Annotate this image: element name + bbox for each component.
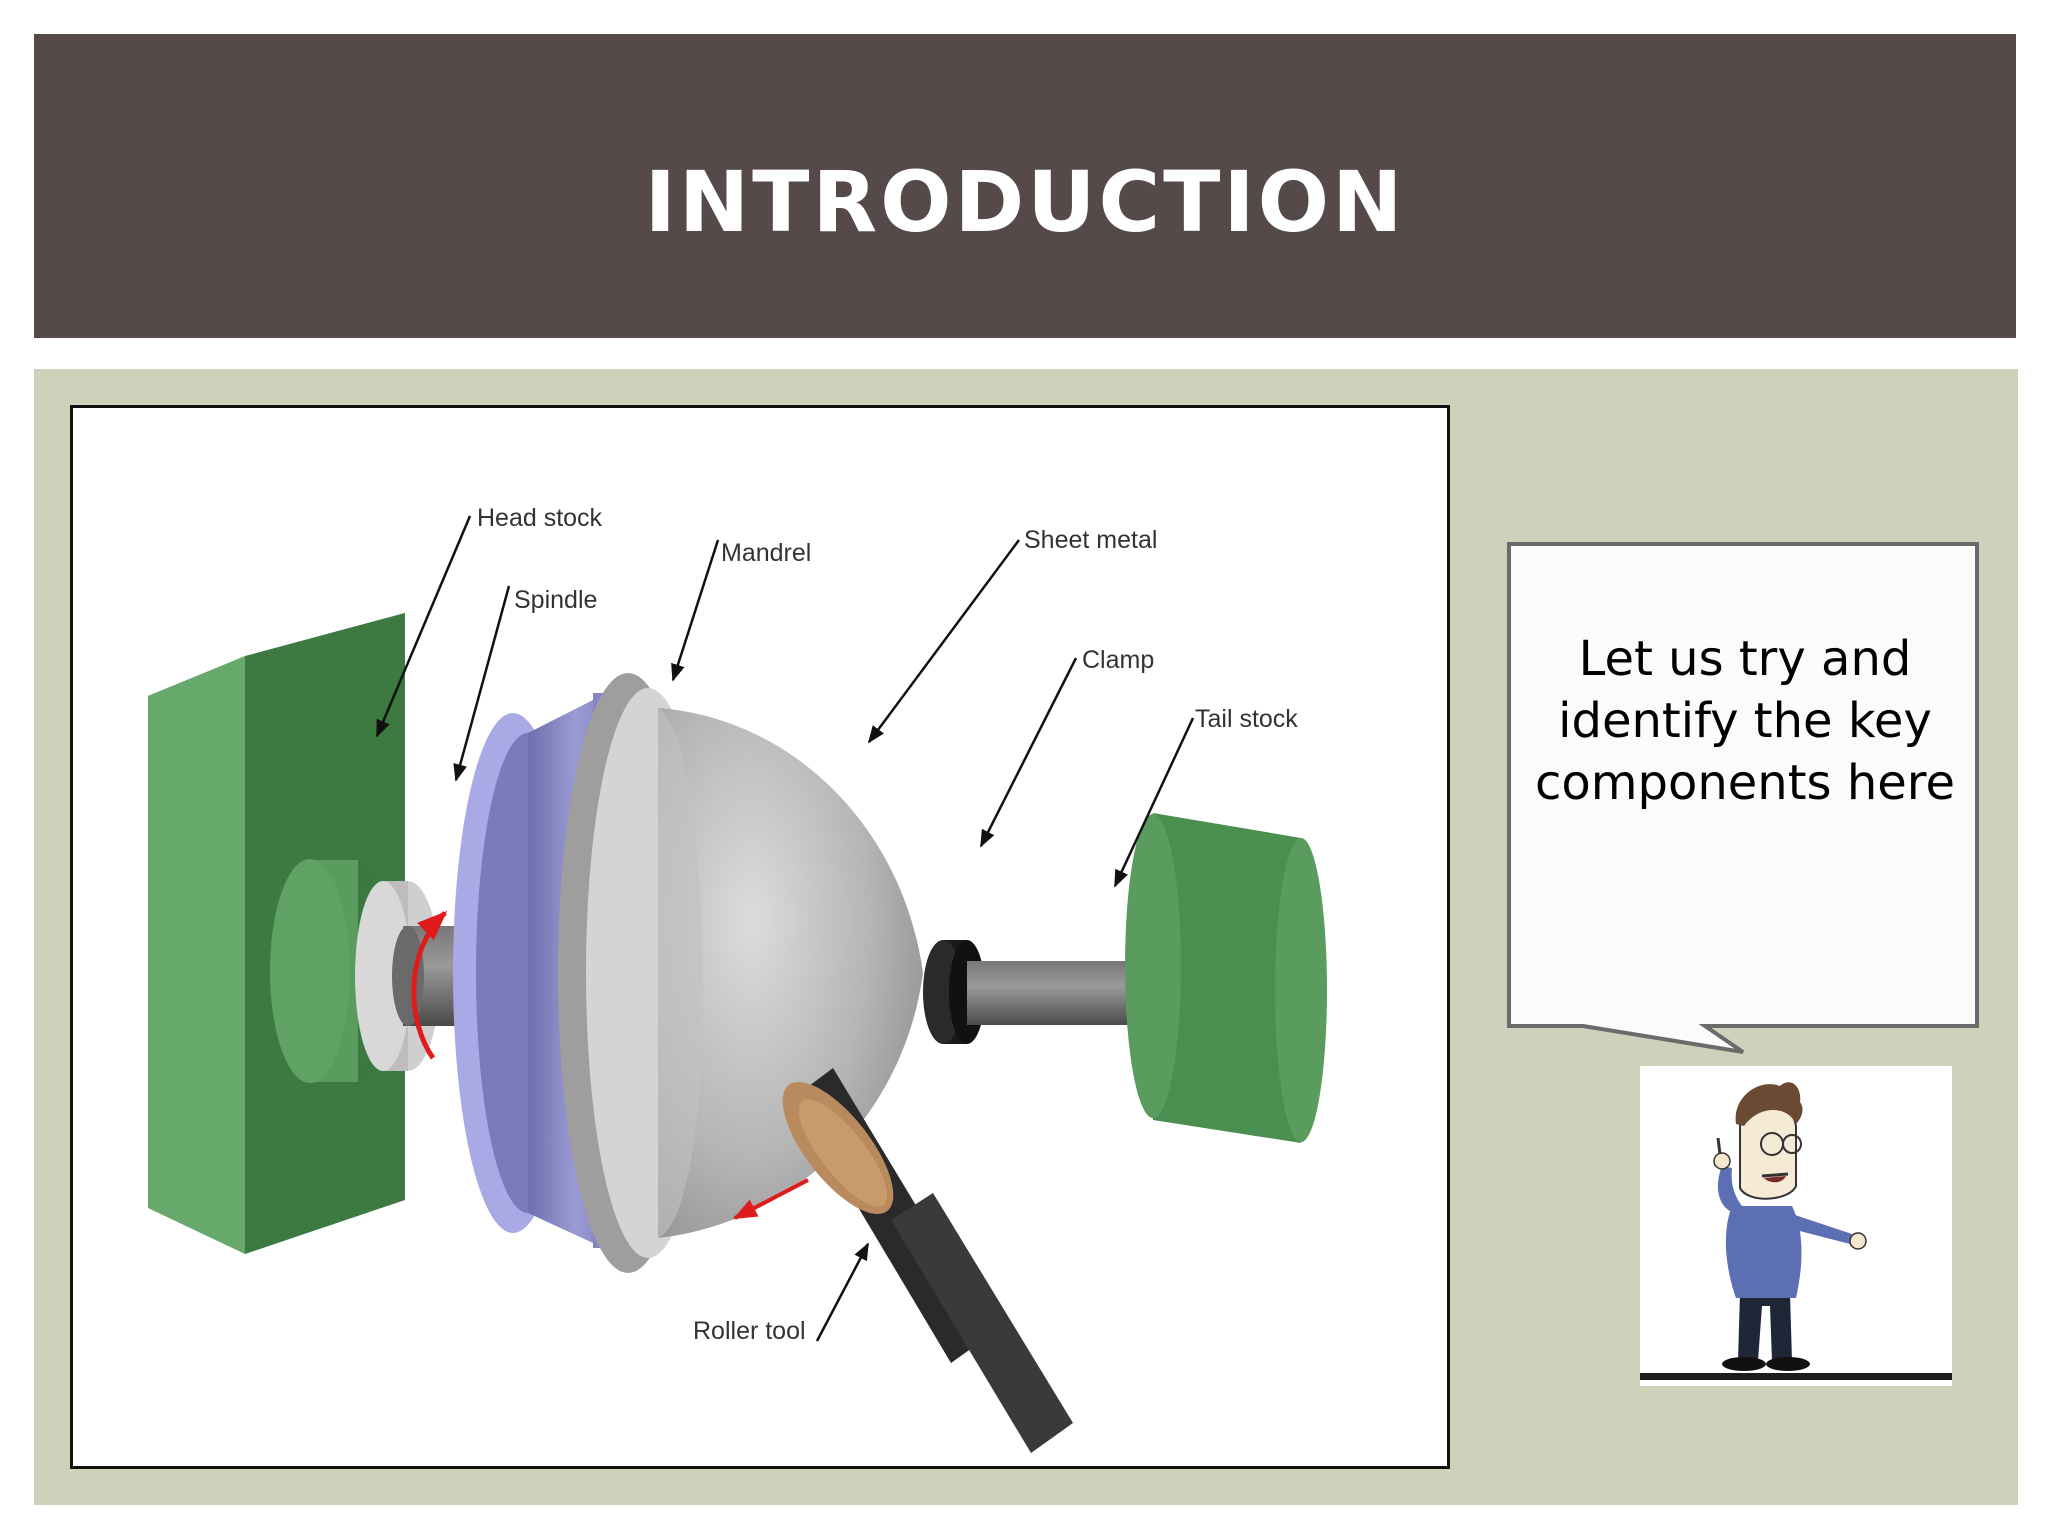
rotation-arrow	[411, 910, 448, 1060]
label-spindle: Spindle	[514, 586, 597, 614]
feed-arrow	[732, 1178, 809, 1220]
label-mandrel: Mandrel	[721, 539, 811, 567]
leader-mandrel	[671, 539, 720, 682]
diagram-drawing: Head stock Spindle Mandrel Sheet metal C…	[148, 504, 1327, 1453]
leader-spindle	[453, 585, 511, 782]
label-sheet-metal: Sheet metal	[1024, 526, 1157, 554]
speech-bubble	[1507, 542, 1979, 1054]
callout-text: Let us try and identify the key componen…	[1535, 631, 1955, 811]
leader-tail-stock	[1113, 717, 1195, 888]
leader-head-stock	[375, 515, 472, 738]
label-head-stock: Head stock	[477, 504, 603, 532]
presenter-figure	[1640, 1082, 1952, 1380]
spinning-process-diagram: Head stock Spindle Mandrel Sheet metal C…	[70, 405, 1450, 1469]
leader-sheet-metal	[867, 539, 1021, 744]
leader-roller-tool	[815, 1242, 870, 1342]
label-roller-tool: Roller tool	[693, 1317, 806, 1345]
title-bar: INTRODUCTION	[34, 34, 2016, 338]
roller-tool	[782, 1068, 1073, 1453]
label-tail-stock: Tail stock	[1195, 705, 1298, 733]
tail-stock	[967, 813, 1327, 1143]
sheet-metal	[558, 673, 923, 1273]
slide-title: INTRODUCTION	[644, 153, 1406, 251]
leader-clamp	[979, 657, 1078, 848]
label-clamp: Clamp	[1082, 646, 1154, 674]
presenter-cartoon	[1640, 1066, 1952, 1386]
